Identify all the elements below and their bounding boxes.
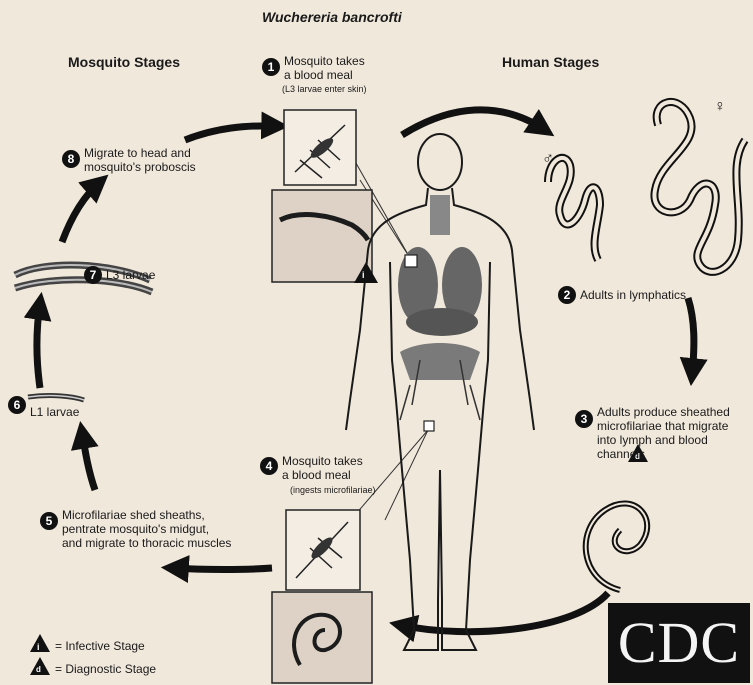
step-4-number: 4 [260, 457, 278, 475]
mosquito-bite-panel-1 [284, 110, 356, 185]
diagram-title: Wuchereria bancrofti [262, 10, 402, 24]
step-1-subtext: (L3 larvae enter skin) [282, 84, 367, 95]
step-6-text: L1 larvae [30, 405, 79, 419]
step-8-text: Migrate to head and mosquito's proboscis [84, 146, 196, 174]
step-3-text: Adults produce sheathed microfilariae th… [597, 405, 730, 461]
legend-diagnostic-letter: d [36, 663, 41, 677]
step-3-number: 3 [575, 410, 593, 428]
sheathed-microfilaria [586, 503, 647, 590]
arrow-3-to-4 [400, 593, 608, 632]
step-7-number: 7 [84, 266, 102, 284]
adult-worms [548, 102, 745, 272]
arrow-7-to-8 [62, 182, 100, 242]
step-7-text: L3 larvae [106, 268, 155, 282]
step-8-number: 8 [62, 150, 80, 168]
arrow-4-to-5 [172, 568, 272, 570]
arrow-6-to-7 [37, 303, 40, 388]
legend-diagnostic-text: = Diagnostic Stage [55, 662, 156, 676]
female-symbol: ♀ [714, 100, 726, 114]
step-5-text: Microfilariae shed sheaths, pentrate mos… [62, 508, 231, 550]
arrow-1-to-2 [402, 110, 545, 135]
step-1-number: 1 [262, 58, 280, 76]
body-organs [398, 195, 482, 420]
mosquito-stages-header: Mosquito Stages [68, 55, 180, 69]
arrow-5-to-6 [82, 432, 95, 490]
infective-letter: i [362, 268, 365, 282]
arrow-2-to-3 [688, 298, 694, 375]
step-1-text: Mosquito takes a blood meal [284, 54, 365, 82]
legend-infective-letter: i [37, 640, 40, 654]
step-4-text: Mosquito takes a blood meal [282, 454, 363, 482]
step-2-text: Adults in lymphatics [580, 288, 686, 302]
mosquito-bite-panel-4 [286, 510, 360, 590]
step-5-number: 5 [40, 512, 58, 530]
l1-larva-drawing [28, 396, 84, 400]
human-stages-header: Human Stages [502, 55, 599, 69]
arrow-8-to-1 [185, 126, 278, 140]
legend-infective-text: = Infective Stage [55, 639, 145, 653]
male-symbol: ♂ [542, 152, 554, 166]
step-6-number: 6 [8, 396, 26, 414]
cdc-logo: CDC [608, 603, 750, 683]
l3-larvae-micrograph [272, 190, 372, 282]
microfilaria-micrograph [272, 592, 372, 683]
step-2-number: 2 [558, 286, 576, 304]
step-4-subtext: (ingests microfilariae) [290, 485, 376, 496]
legend-infective-triangle [30, 634, 50, 652]
